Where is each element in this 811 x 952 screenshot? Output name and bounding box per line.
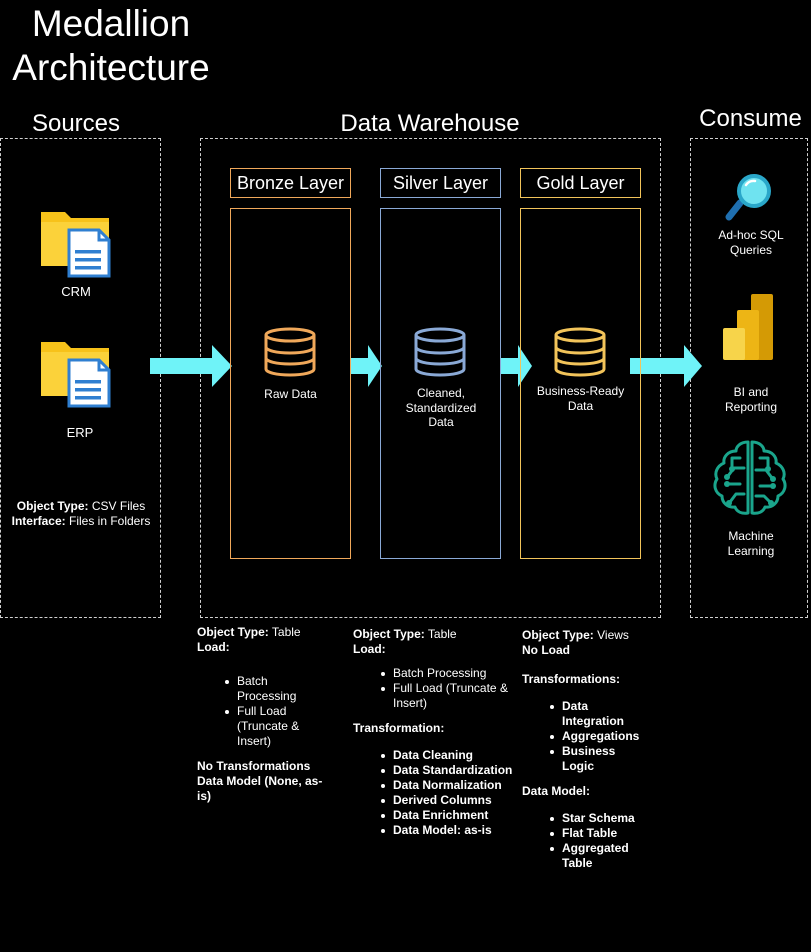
silver-notes-load-key: Load: [353,642,386,656]
list-item: Batch Processing [379,666,513,681]
bronze-notes-object-type-value: Table [268,625,301,639]
bronze-notes: Object Type: Table Load: Batch Processin… [197,625,327,804]
list-item: Full Load (Truncate & Insert) [223,704,327,749]
bronze-notes-no-transformations: No Transformations [197,759,311,773]
bronze-layer-label: Raw Data [264,387,317,401]
adhoc-sql-label: Ad-hoc SQL Queries [718,228,784,257]
sources-interface: Interface: Files in Folders [2,514,160,529]
erp-folder-icon [40,338,112,408]
list-item: Full Load (Truncate & Insert) [379,681,513,711]
sources-object-type: Object Type: CSV Files [2,499,160,514]
bronze-layer-title: Bronze Layer [230,168,351,198]
gold-layer-box [520,208,641,559]
gold-notes-no-load: No Load [522,643,570,657]
bi-reporting-label: BI and Reporting [724,385,778,414]
gold-notes-transformations-key: Transformations: [522,672,621,686]
sources-heading: Sources [31,110,121,137]
silver-database-icon [413,327,467,377]
sources-container [0,138,161,618]
gold-notes-object-type: Object Type: Views [522,628,662,643]
sources-object-type-key: Object Type: [16,499,89,513]
silver-layer-label: Cleaned, Standardized Data [405,386,477,429]
silver-notes-object-type-key: Object Type: [353,627,425,641]
list-item: Star Schema [548,811,662,826]
gold-notes: Object Type: Views No Load Transformatio… [522,628,662,881]
bronze-notes-object-type-key: Object Type: [197,625,269,639]
arrow-sources-to-bronze [150,345,232,387]
erp-label: ERP [66,425,94,440]
bronze-load-list: Batch Processing Full Load (Truncate & I… [223,674,327,749]
list-item: Data Standardization [379,763,513,778]
gold-notes-data-model-key: Data Model: [522,784,591,798]
gold-notes-object-type-key: Object Type: [522,628,594,642]
sources-object-type-value: CSV Files [88,499,146,513]
list-item: Data Normalization [379,778,513,793]
list-item: Data Integration [548,699,638,729]
gold-database-icon [553,327,607,377]
list-item: Batch Processing [223,674,327,704]
sources-interface-key: Interface: [11,514,66,528]
bronze-notes-object-type: Object Type: Table [197,625,327,640]
gold-layer-title: Gold Layer [520,168,641,198]
bronze-notes-data-model: Data Model (None, as-is) [197,774,323,803]
bronze-database-icon [263,327,317,377]
gold-notes-object-type-value: Views [593,628,629,642]
page-title: Medallion Architecture [12,3,210,88]
list-item: Business Logic [548,744,628,774]
list-item: Aggregated Table [548,841,638,871]
consume-heading: Consume [699,105,802,132]
machine-learning-label: Machine Learning [727,529,775,558]
silver-load-list: Batch Processing Full Load (Truncate & I… [379,666,513,711]
silver-layer-title: Silver Layer [380,168,501,198]
silver-layer-box [380,208,501,559]
list-item: Data Cleaning [379,748,513,763]
list-item: Data Model: as-is [379,823,513,838]
list-item: Aggregations [548,729,662,744]
warehouse-heading: Data Warehouse [340,110,520,137]
gold-layer-label: Business-Ready Data [536,384,625,413]
arrow-gold-to-consume [630,345,702,387]
silver-notes-transformation-key: Transformation: [353,721,445,735]
brain-circuit-icon [710,438,790,518]
gold-transformation-list: Data Integration Aggregations Business L… [548,699,662,774]
crm-label: CRM [61,284,91,299]
silver-transformation-list: Data Cleaning Data Standardization Data … [379,748,513,838]
bronze-notes-load-key: Load: [197,640,230,654]
silver-notes-object-type: Object Type: Table [353,627,513,642]
list-item: Derived Columns [379,793,513,808]
gold-data-model-list: Star Schema Flat Table Aggregated Table [548,811,662,871]
search-icon [725,173,775,221]
power-bi-icon [722,292,774,362]
silver-notes-object-type-value: Table [424,627,457,641]
sources-interface-value: Files in Folders [65,514,151,528]
list-item: Data Enrichment [379,808,513,823]
arrow-bronze-to-silver [350,345,382,387]
crm-folder-icon [40,208,112,278]
list-item: Flat Table [548,826,662,841]
silver-notes: Object Type: Table Load: Batch Processin… [353,627,513,848]
arrow-silver-to-gold [500,345,532,387]
bronze-layer-box [230,208,351,559]
warehouse-container [200,138,661,618]
